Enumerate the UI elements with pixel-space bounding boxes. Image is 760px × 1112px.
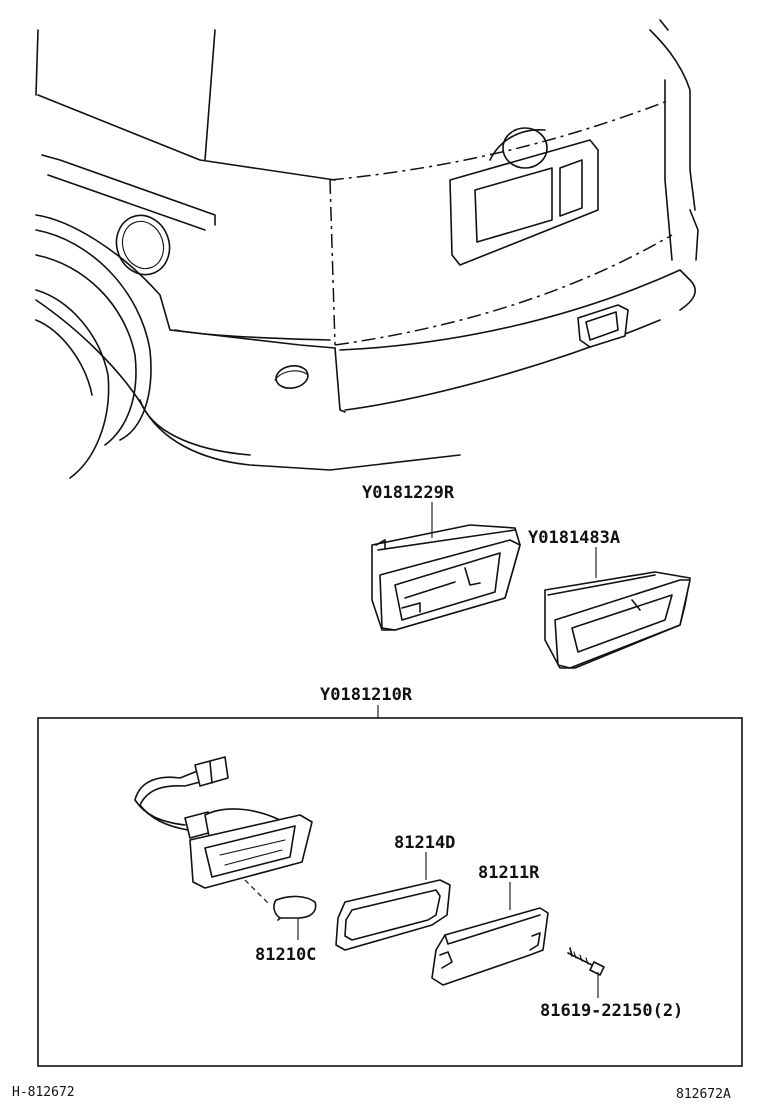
label-bulb: 81210C <box>255 945 316 965</box>
bulb-illustration <box>244 879 317 940</box>
code-bottom-right: 812672A <box>676 1087 731 1102</box>
label-screw: 81619-22150(2) <box>540 1001 683 1021</box>
label-lens: 81211R <box>478 863 540 883</box>
lens-illustration <box>431 882 549 986</box>
vehicle-rear-illustration <box>35 19 699 479</box>
label-bracket-a: Y0181229R <box>362 483 455 503</box>
label-gasket: 81214D <box>394 833 455 853</box>
screw-illustration <box>567 947 605 998</box>
label-bracket-b: Y0181483A <box>528 528 620 548</box>
gasket-illustration <box>335 852 451 951</box>
bracket-b-illustration <box>544 571 691 669</box>
lamp-housing-illustration <box>134 756 313 889</box>
label-lamp-assembly: Y0181210R <box>320 685 413 705</box>
assembly-frame <box>37 717 743 1067</box>
code-bottom-left: H-812672 <box>12 1085 75 1100</box>
bracket-a-illustration <box>371 524 521 631</box>
